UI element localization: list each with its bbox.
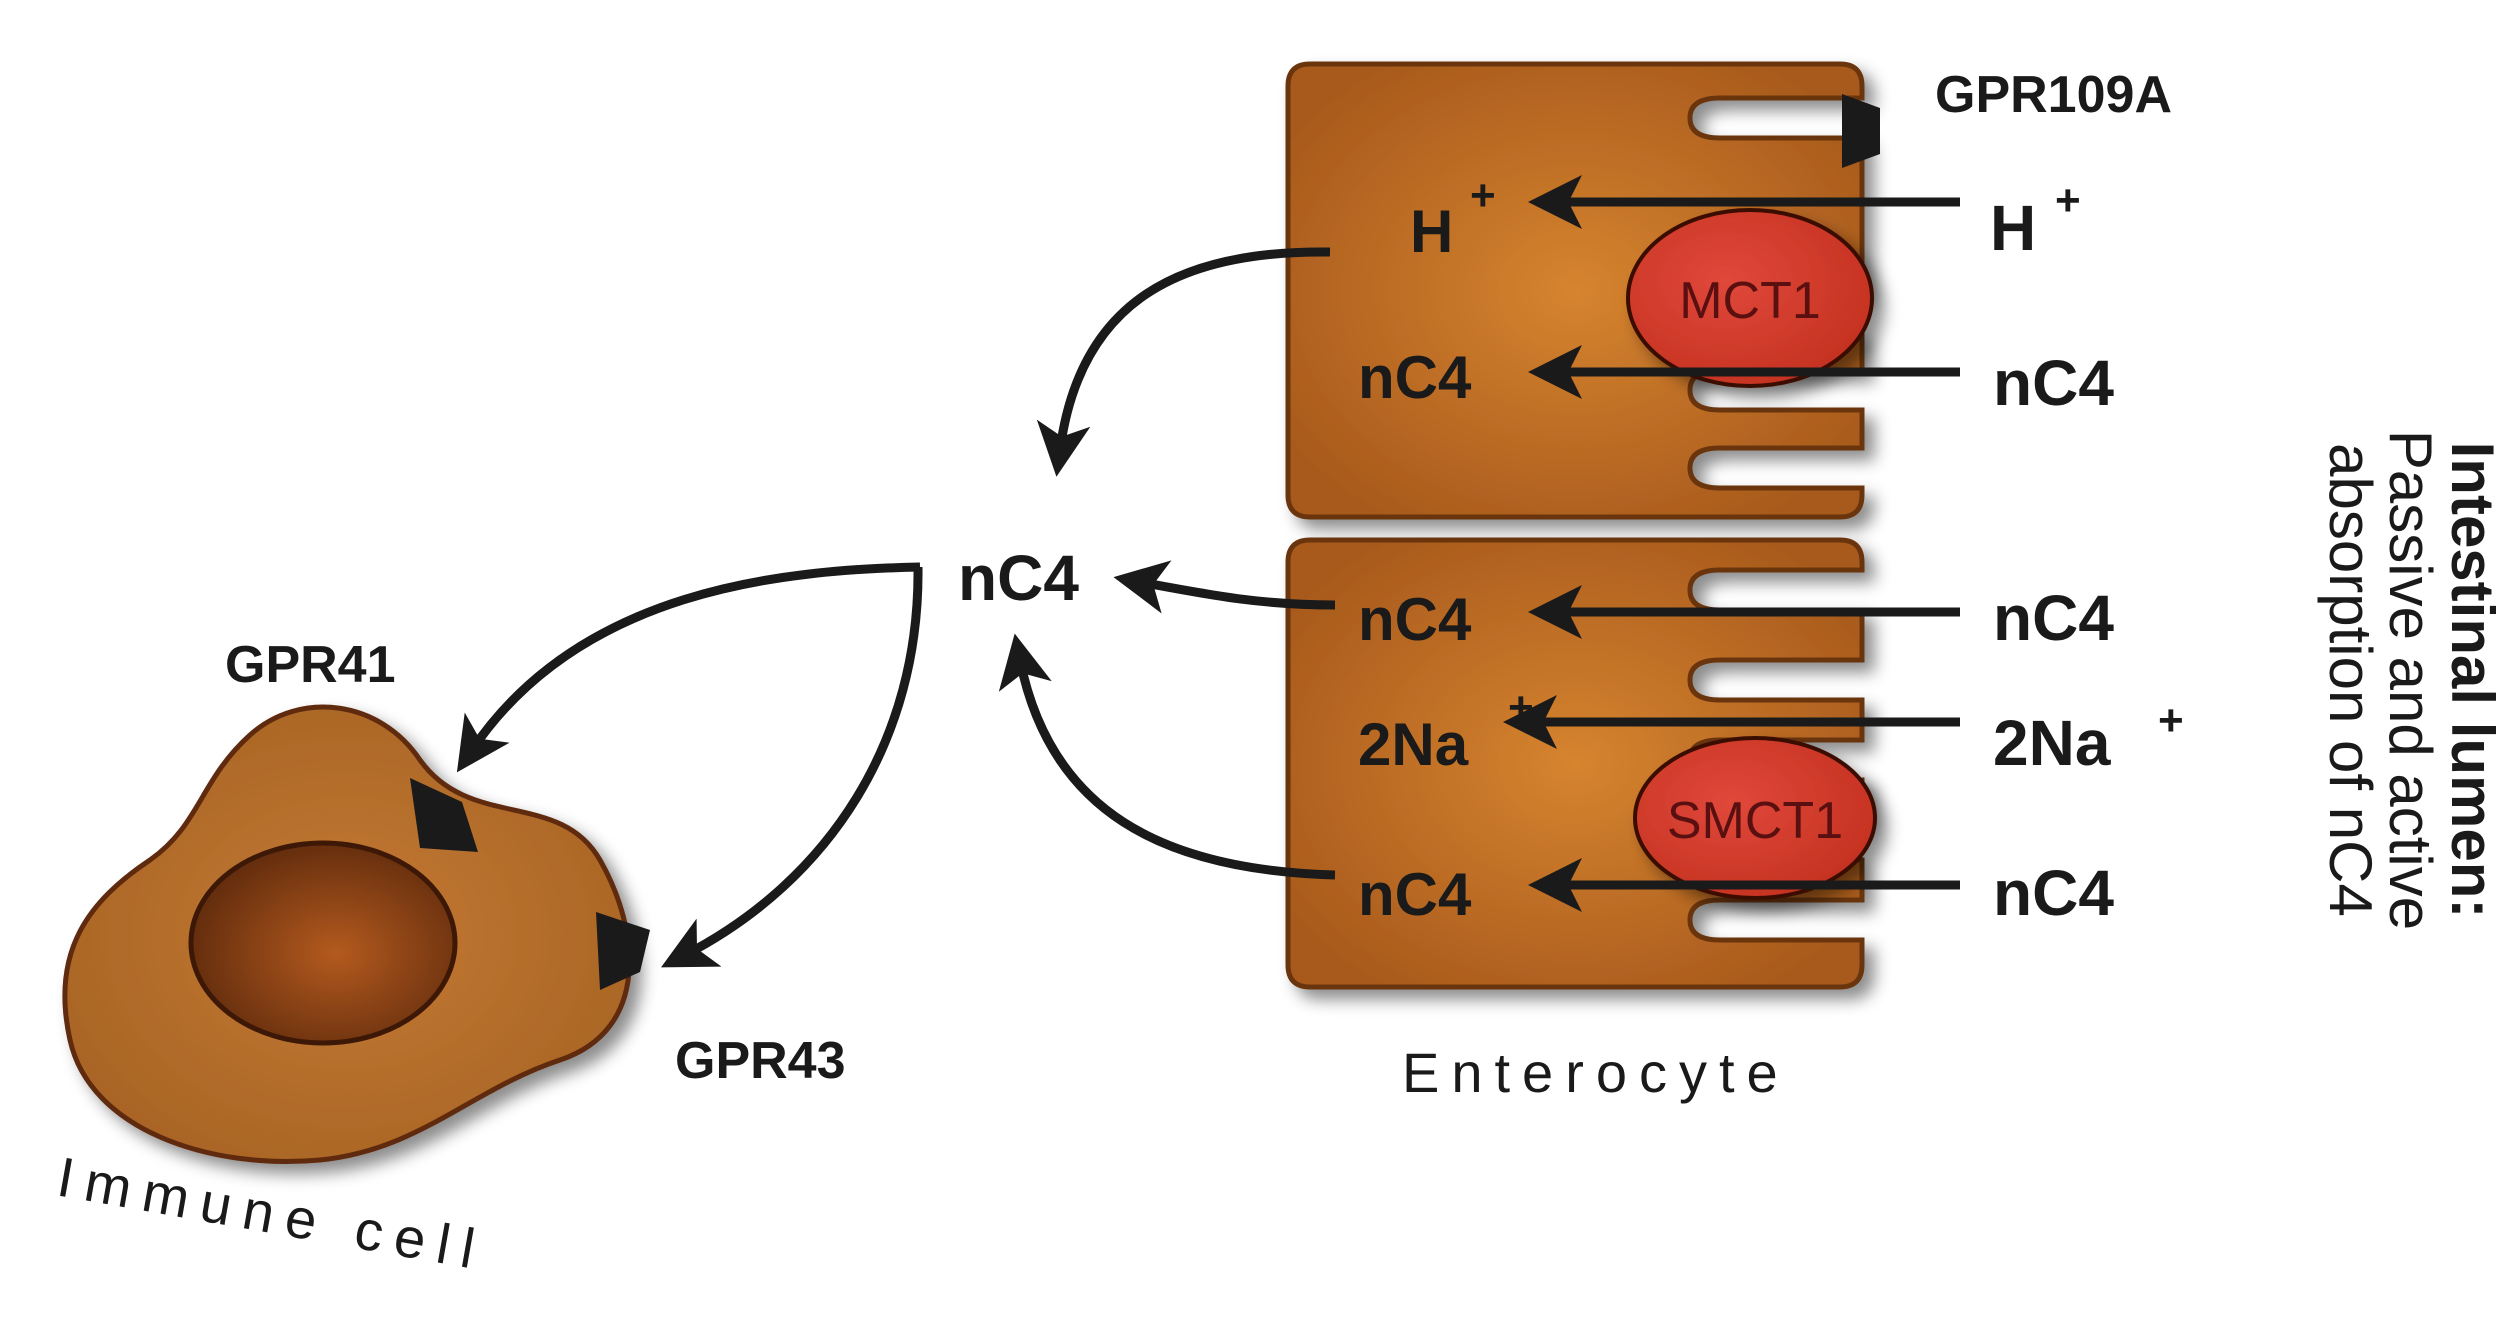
caption-enterocyte: Enterocyte [1402,1041,1790,1104]
label-2na-lumen: 2Na [1993,707,2111,779]
label-h-plus-lumen: H [1990,192,2036,264]
side-caption-title: Intestinal lumen: [2439,442,2506,919]
gpr43-receptor [596,912,650,990]
side-caption-line2: Passive and active [2377,430,2444,930]
label-2na-inside: 2Na [1358,711,1469,778]
arrow-bot-to-center [998,633,1336,880]
arrow-center-to-gpr41 [456,562,921,773]
label-2na-inside-sup: + [1508,683,1534,732]
arrow-center-to-gpr43 [661,566,923,968]
label-gpr109a: GPR109A [1935,66,2172,124]
arrow-mid-to-center [1113,560,1336,614]
label-nc4-mid-lumen: nC4 [1993,582,2114,654]
gpr109a-receptor [1842,94,1880,168]
label-nc4-bot-inside: nC4 [1358,861,1472,928]
label-gpr41: GPR41 [225,636,396,694]
label-h-plus-lumen-sup: + [2055,176,2081,225]
side-caption: Intestinal lumen: Passive and active abs… [2317,430,2506,930]
arrow-top-to-center [1036,247,1331,477]
label-mct1: MCT1 [1679,272,1821,330]
label-2na-lumen-sup: + [2158,696,2184,745]
label-nc4-top-lumen: nC4 [1993,347,2114,419]
label-nc4-bot-lumen: nC4 [1993,857,2114,929]
label-h-plus-inside: H [1410,198,1453,265]
mct1-transporter [1626,208,1874,388]
label-gpr43: GPR43 [675,1032,846,1090]
side-caption-line3: absorption of nC4 [2317,443,2384,917]
enterocyte-top-body [1285,61,1865,520]
immune-cell-nucleus [188,840,458,1046]
label-nc4-top-inside: nC4 [1358,344,1472,411]
label-h-plus-inside-sup: + [1470,171,1496,220]
caption-immune-cell: Immune cell [53,1145,491,1282]
enterocyte-top [1285,61,1865,520]
label-nc4-mid-inside: nC4 [1358,586,1472,653]
smct1-transporter [1633,736,1877,900]
label-smct1: SMCT1 [1667,792,1843,850]
label-nc4-center: nC4 [958,542,1079,614]
gpr41-receptor [410,778,478,852]
